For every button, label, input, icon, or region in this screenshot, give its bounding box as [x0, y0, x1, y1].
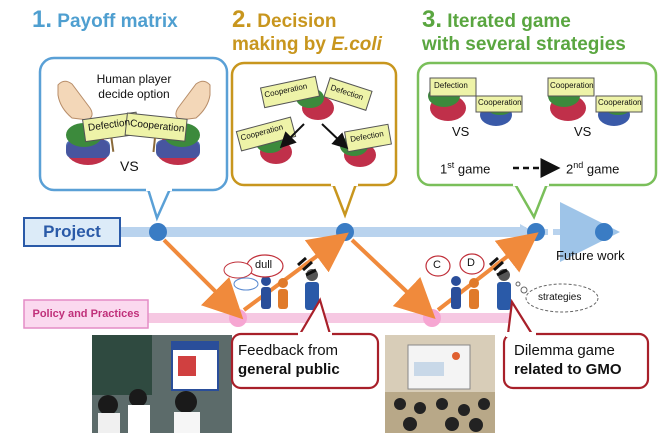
people-group: [261, 269, 319, 310]
classroom-photo: [92, 335, 232, 433]
project-node: [527, 223, 545, 241]
policy-node: [229, 309, 247, 327]
cooperation-sign: [235, 116, 297, 152]
cooperation-sign: [259, 75, 321, 109]
dilemma-callout: [502, 298, 650, 390]
seminar-photo: [385, 335, 495, 433]
feedback-text: Feedback from general public: [238, 342, 340, 378]
cooperation-sign: [547, 77, 595, 97]
project-label-box: [23, 217, 121, 247]
cooperation-sign-text: Cooperation: [550, 81, 594, 90]
section3-title: 3. Iterated game with several strategies: [422, 6, 626, 56]
feedback-callout: [230, 297, 380, 390]
project-node: [595, 223, 613, 241]
second-game-label: 2nd game: [566, 160, 620, 177]
speech-bubble: [233, 277, 259, 291]
cooperation-sign: [475, 95, 523, 113]
vs-label: VS: [574, 124, 592, 139]
dilemma-text: Dilemma game related to GMO: [514, 342, 622, 378]
cooperation-sign: [595, 95, 643, 113]
defection-sign-text: Defection: [434, 81, 468, 90]
c-text: C: [433, 259, 441, 271]
dull-text: dull: [255, 259, 273, 271]
project-node: [149, 223, 167, 241]
defection-sign: [323, 77, 373, 111]
cooperation-sign: [124, 112, 188, 153]
cooperation-sign-text: Cooperation: [598, 98, 642, 107]
left-hand-icon: [57, 80, 93, 121]
flow-arrow: [162, 238, 244, 320]
speech-bubble: [223, 261, 253, 279]
shout-lines-icon: [489, 256, 508, 277]
decision-arrow-right: [321, 123, 349, 150]
vs-label: VS: [120, 158, 139, 174]
section2-title: 2. Decision making by E.coli: [232, 6, 382, 56]
project-node: [336, 223, 354, 241]
decision-arrow-left: [279, 123, 305, 149]
cooperation-sign-text: Cooperation: [478, 98, 522, 107]
strategies-text: strategies: [538, 292, 582, 303]
section1-title: 1. Payoff matrix: [32, 6, 178, 33]
policy-label-box: [23, 299, 149, 329]
policy-label: Policy and Practices: [32, 308, 140, 320]
project-label: Project: [43, 222, 101, 241]
defection-sign: [429, 77, 477, 97]
future-work-label: Future work: [556, 248, 625, 263]
vs-label: VS: [452, 124, 470, 139]
policy-node: [423, 309, 441, 327]
speech-bubble: [425, 255, 451, 277]
flow-arrow: [242, 232, 349, 312]
thought-bubble: [525, 283, 599, 313]
first-game-label: 1st game: [440, 160, 491, 177]
d-text: D: [467, 257, 475, 269]
right-hand-icon: [175, 80, 211, 121]
iterated-game-box: [416, 61, 658, 220]
human-player-label: Human player decide option: [96, 72, 172, 101]
flow-arrow: [350, 238, 436, 319]
speech-bubble: [459, 253, 485, 275]
shout-lines-icon: [297, 256, 317, 277]
